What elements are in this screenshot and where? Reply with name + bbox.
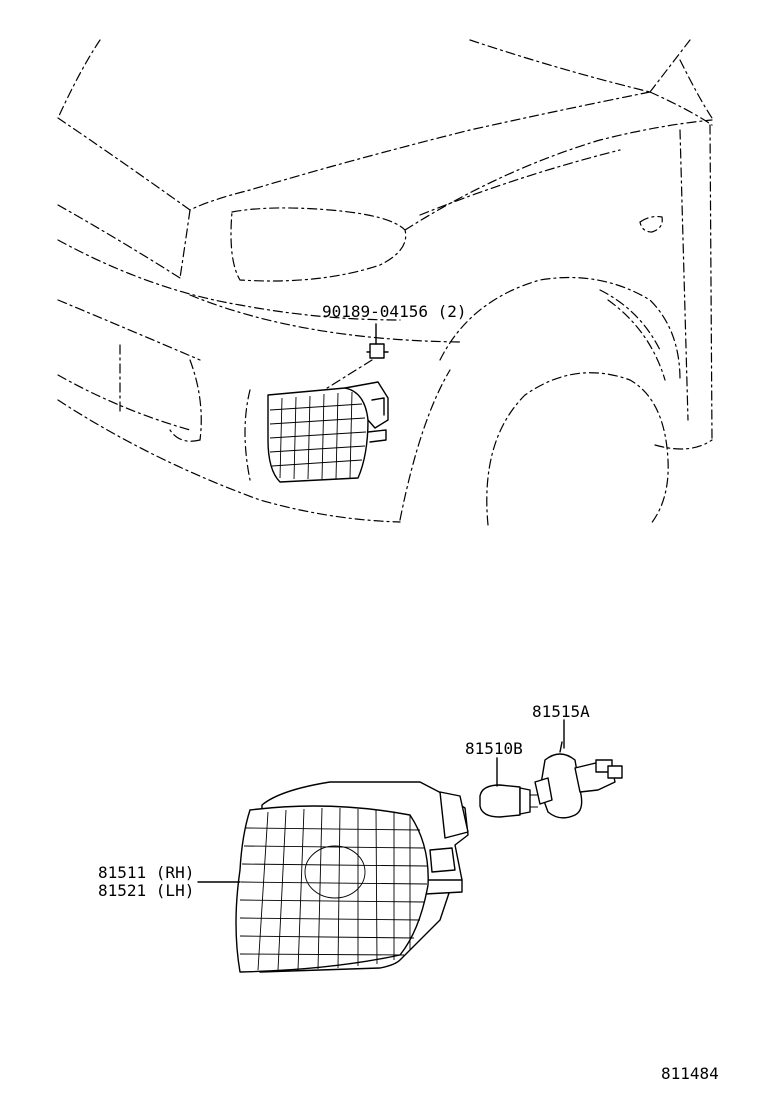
socket-part — [534, 741, 623, 819]
installed-lamp-grid — [269, 391, 367, 480]
clip-part — [366, 343, 389, 359]
lamp-rh-part-number: 81511 (RH) — [98, 863, 194, 882]
bulb-part — [479, 784, 538, 818]
clip-part-number: 90189-04156 (2) — [322, 302, 467, 321]
lamp-lens-grid — [239, 807, 428, 971]
vehicle-front-view — [57, 39, 713, 526]
lamp-lh-part-number: 81521 (LH) — [98, 881, 194, 900]
bulb-part-number: 81510B — [465, 739, 523, 758]
illustration-number: 811484 — [661, 1064, 719, 1083]
socket-part-number: 81515A — [532, 702, 590, 721]
turn-signal-lamp-assembly — [235, 781, 469, 973]
installed-lamp — [267, 381, 389, 483]
